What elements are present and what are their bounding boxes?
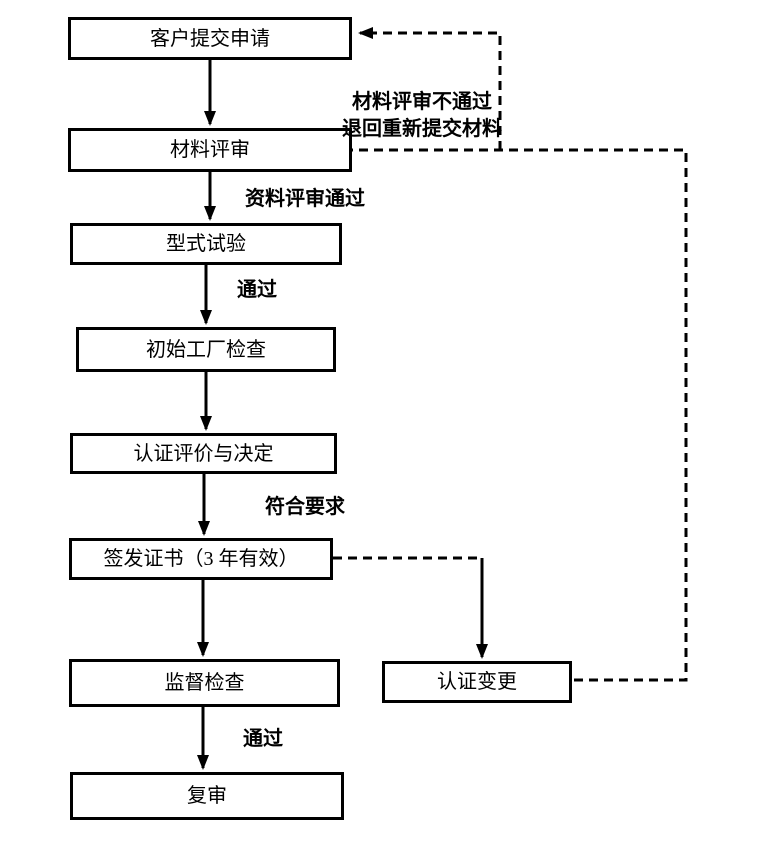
node-supervision-inspection-label: 监督检查	[164, 672, 245, 694]
edge-change-to-material-dashed	[352, 148, 688, 682]
node-certification-change-label: 认证变更	[437, 671, 517, 693]
node-supervision-inspection: 监督检查	[69, 659, 340, 707]
node-initial-factory-inspection: 初始工厂检查	[76, 327, 336, 372]
edge-label-material-fail-line1: 材料评审不通过	[352, 91, 492, 113]
node-issue-certificate: 签发证书（3 年有效）	[69, 538, 333, 580]
node-customer-apply-label: 客户提交申请	[150, 27, 270, 50]
edge-label-supervision-pass: 通过	[243, 728, 283, 750]
node-re-review: 复审	[70, 772, 344, 820]
node-re-review-label: 复审	[187, 785, 227, 807]
node-type-test-label: 型式试验	[166, 233, 246, 255]
node-initial-factory-inspection-label: 初始工厂检查	[146, 338, 266, 361]
edge-label-material-fail-line2: 退回重新提交材料	[342, 118, 502, 140]
node-issue-certificate-label: 签发证书（3 年有效）	[103, 548, 299, 570]
node-customer-apply: 客户提交申请	[68, 17, 352, 60]
edge-material-fail-to-apply-dashed-arrow	[358, 27, 502, 150]
edge-label-material-pass: 资料评审通过	[245, 188, 365, 210]
edge-label-material-fail: 材料评审不通过 退回重新提交材料	[322, 89, 522, 143]
node-material-review-label: 材料评审	[170, 139, 250, 161]
node-evaluation-decision: 认证评价与决定	[70, 433, 337, 474]
edge-label-meets-requirements: 符合要求	[265, 496, 345, 518]
node-certification-change: 认证变更	[382, 661, 572, 703]
node-type-test: 型式试验	[70, 223, 342, 265]
edge-label-type-test-pass: 通过	[237, 279, 277, 301]
node-material-review: 材料评审	[68, 128, 352, 172]
node-evaluation-decision-label: 认证评价与决定	[133, 442, 274, 465]
